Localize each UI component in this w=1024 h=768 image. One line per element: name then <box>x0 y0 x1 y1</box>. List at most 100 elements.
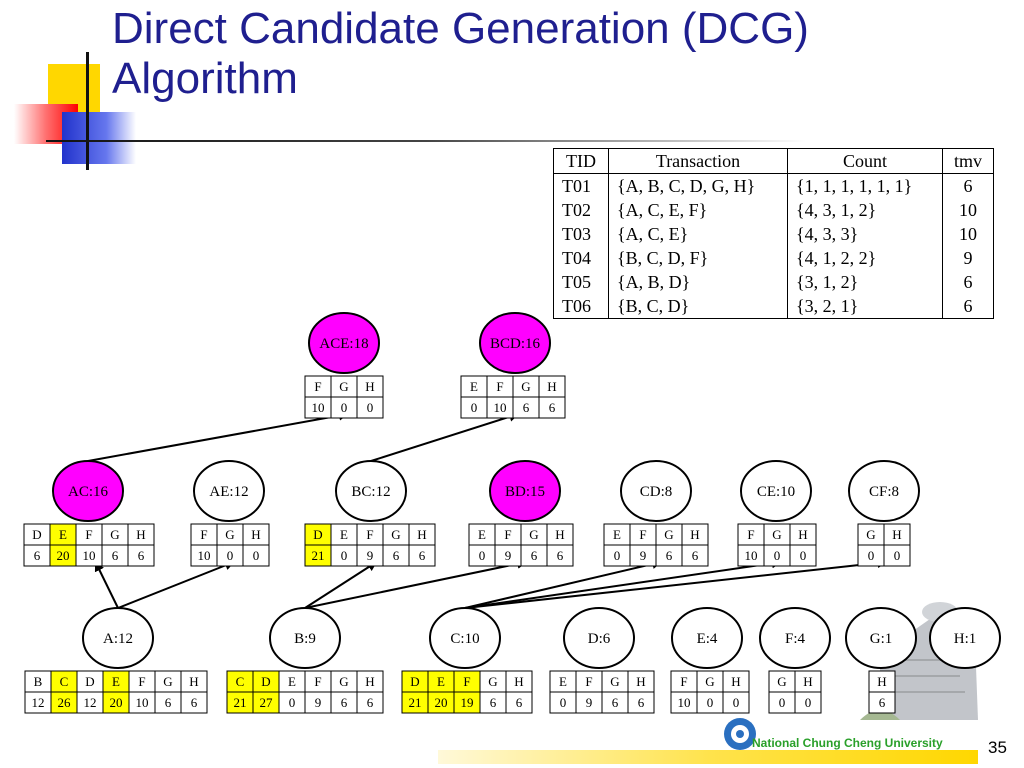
item-label: H <box>877 674 886 689</box>
item-value: 6 <box>341 695 348 710</box>
item-label: C <box>236 674 245 689</box>
item-value: 10 <box>198 548 211 563</box>
node-circle <box>82 607 154 669</box>
node-label: A:12 <box>103 631 133 647</box>
node-label: BC:12 <box>351 484 390 500</box>
item-value: 10 <box>494 400 507 415</box>
item-label: F <box>200 527 207 542</box>
item-cell <box>627 691 655 714</box>
item-cell <box>242 544 270 567</box>
decor-vertical-line <box>86 52 89 170</box>
item-value: 6 <box>165 695 172 710</box>
item-value: 26 <box>58 695 72 710</box>
item-value: 10 <box>83 548 96 563</box>
edge-C-CD <box>464 559 663 609</box>
node-circle <box>308 312 380 374</box>
item-label: E <box>437 674 445 689</box>
node-label: AE:12 <box>209 484 248 500</box>
item-cell <box>127 544 155 567</box>
table-cell: {4, 3, 1, 2} <box>787 198 943 222</box>
item-label: H <box>189 674 198 689</box>
item-value: 0 <box>341 400 348 415</box>
item-value: 6 <box>612 695 619 710</box>
item-value: 20 <box>57 548 70 563</box>
item-label: G <box>110 527 119 542</box>
item-value: 9 <box>640 548 647 563</box>
node-circle <box>845 607 917 669</box>
item-label: G <box>521 379 530 394</box>
table-cell: {A, C, E, F} <box>608 198 788 222</box>
item-label: F <box>463 674 470 689</box>
item-label: F <box>639 527 646 542</box>
item-label: E <box>470 379 478 394</box>
item-label: H <box>798 527 807 542</box>
item-label: E <box>559 674 567 689</box>
node-label: CD:8 <box>640 484 673 500</box>
item-value: 0 <box>253 548 260 563</box>
item-value: 6 <box>34 548 41 563</box>
item-value: 6 <box>523 400 530 415</box>
table-cell: {A, B, D} <box>608 270 788 294</box>
item-value: 0 <box>800 548 807 563</box>
item-cell <box>681 544 709 567</box>
slide-title: Direct Candidate Generation (DCG) Algori… <box>112 4 809 104</box>
item-value: 21 <box>234 695 247 710</box>
item-value: 6 <box>490 695 497 710</box>
item-value: 0 <box>614 548 621 563</box>
table-cell: 6 <box>942 173 994 198</box>
node-circle <box>429 607 501 669</box>
node-circle <box>929 607 1001 669</box>
node-circle <box>193 460 265 522</box>
item-label: H <box>892 527 901 542</box>
item-value: 0 <box>894 548 901 563</box>
item-label: H <box>365 674 374 689</box>
slide-title-line2: Algorithm <box>112 54 298 103</box>
item-value: 12 <box>32 695 45 710</box>
table-cell: T05 <box>553 270 609 294</box>
node-label: BCD:16 <box>490 336 541 352</box>
item-label: H <box>365 379 374 394</box>
item-cell <box>505 691 533 714</box>
item-label: E <box>59 527 67 542</box>
node-label: E:4 <box>697 631 718 647</box>
table-row: T02 {A, C, E, F} {4, 3, 1, 2} 10 <box>553 198 994 222</box>
item-label: F <box>504 527 511 542</box>
item-label: F <box>138 674 145 689</box>
item-label: F <box>747 527 754 542</box>
item-value: 6 <box>666 548 673 563</box>
node-circle <box>671 607 743 669</box>
node-circle <box>563 607 635 669</box>
item-value: 6 <box>879 695 886 710</box>
item-value: 6 <box>557 548 564 563</box>
item-value: 10 <box>745 548 758 563</box>
item-value: 0 <box>367 400 374 415</box>
item-value: 6 <box>138 548 145 563</box>
table-cell: 6 <box>942 270 994 294</box>
item-value: 10 <box>136 695 149 710</box>
edges-layer <box>87 410 888 609</box>
item-label: E <box>340 527 348 542</box>
decor-blue-square <box>62 112 136 164</box>
item-label: H <box>555 527 564 542</box>
table-cell: T04 <box>553 246 609 270</box>
table-cell: {4, 1, 2, 2} <box>787 246 943 270</box>
item-value: 20 <box>110 695 123 710</box>
item-label: G <box>664 527 673 542</box>
item-value: 27 <box>260 695 274 710</box>
node-circle <box>479 312 551 374</box>
item-value: 6 <box>112 548 119 563</box>
item-label: G <box>339 674 348 689</box>
table-header-row: TID Transaction Count tmv <box>553 148 994 174</box>
node-circle <box>848 460 920 522</box>
item-label: D <box>410 674 419 689</box>
table-row: T06 {B, C, D} {3, 2, 1} 6 <box>553 294 994 319</box>
item-value: 0 <box>560 695 567 710</box>
decor-horizontal-line <box>46 140 806 142</box>
item-label: H <box>514 674 523 689</box>
